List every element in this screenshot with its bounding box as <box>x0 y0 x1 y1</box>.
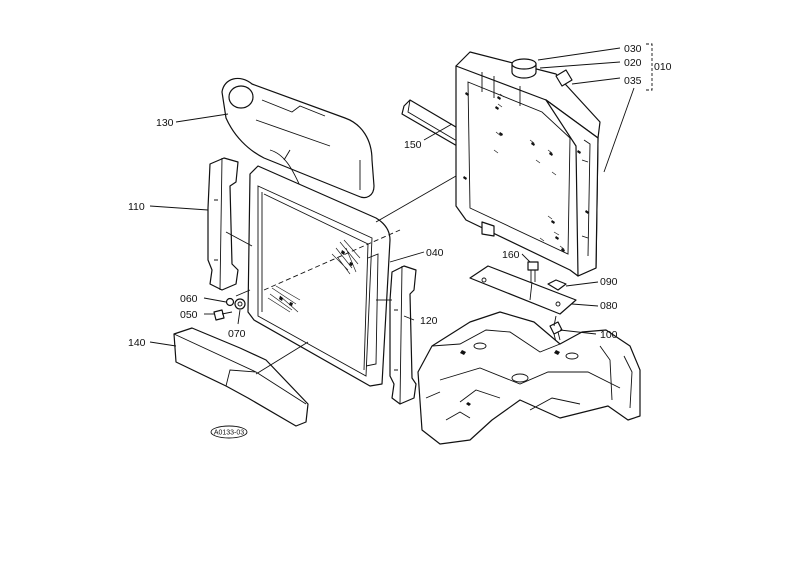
tractor-frame <box>417 311 641 445</box>
part-010-radiator <box>455 51 601 277</box>
part-070-washer <box>234 298 246 310</box>
label-120: 120 <box>420 315 438 327</box>
label-090: 090 <box>600 276 618 288</box>
part-labels: 030 020 010 035 130 150 110 040 160 090 … <box>128 43 672 349</box>
part-090-pad <box>547 279 567 291</box>
part-110-left-seal <box>207 157 239 291</box>
part-160-bolt <box>527 261 539 282</box>
part-060-washer <box>225 297 235 307</box>
label-050: 050 <box>180 309 198 321</box>
assembly-lines <box>225 149 557 375</box>
label-110: 110 <box>128 201 145 213</box>
label-030: 030 <box>624 43 642 55</box>
label-035: 035 <box>624 75 642 87</box>
part-140-lower-seal <box>173 327 309 427</box>
part-040-screen-frame <box>247 165 391 387</box>
leader-lines <box>149 43 653 347</box>
part-130-upper-cover <box>221 77 375 199</box>
label-130: 130 <box>156 117 174 129</box>
label-060: 060 <box>180 293 198 305</box>
part-120-right-seal <box>389 265 417 405</box>
reference-code-tag: A0133-03 <box>210 425 248 439</box>
label-080: 080 <box>600 300 618 312</box>
part-080-plate <box>469 265 577 315</box>
label-150: 150 <box>404 139 422 151</box>
part-050-bolt <box>213 309 233 321</box>
label-100: 100 <box>600 329 618 341</box>
label-040: 040 <box>426 247 444 259</box>
reference-code: A0133-03 <box>214 430 244 437</box>
label-010: 010 <box>654 61 672 73</box>
label-140: 140 <box>128 337 146 349</box>
label-160: 160 <box>502 249 520 261</box>
label-020: 020 <box>624 57 642 69</box>
label-070: 070 <box>228 328 246 340</box>
